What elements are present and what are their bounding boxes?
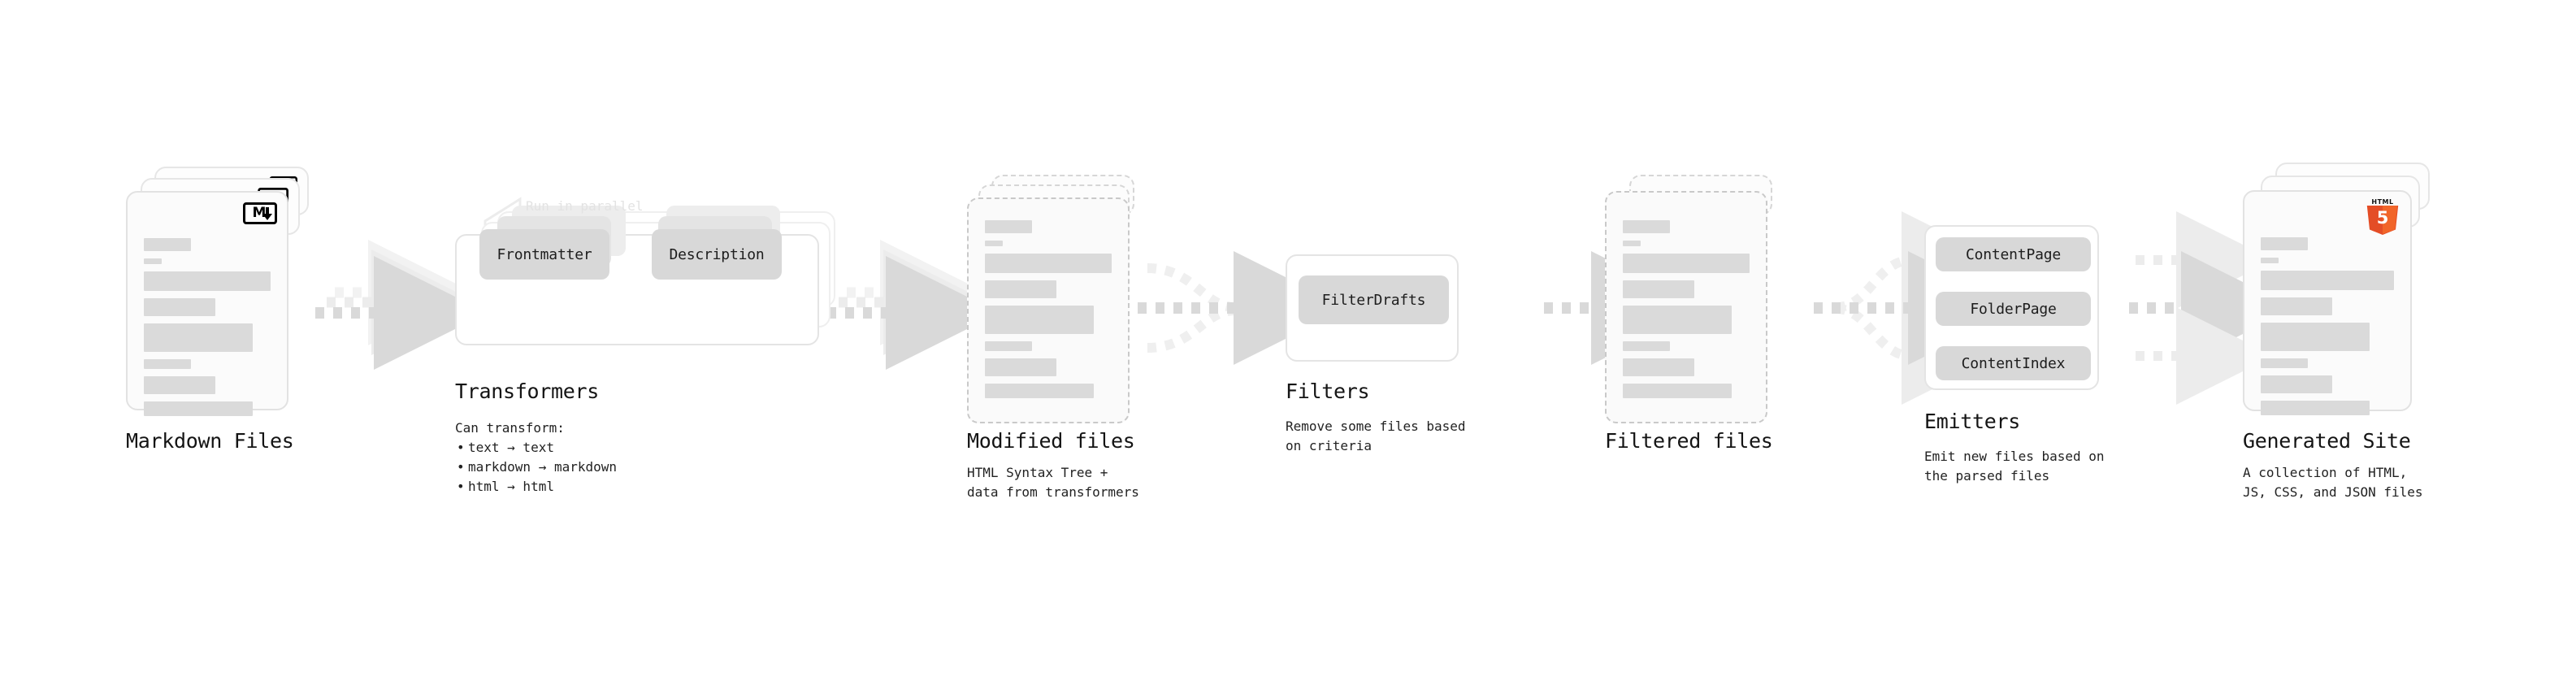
skeleton-content (985, 220, 1112, 398)
markdown-card-stack: M M M (126, 167, 313, 435)
transformers-bullet: markdown → markdown (457, 458, 617, 477)
skeleton-bar (144, 376, 215, 394)
skeleton-bar (144, 323, 253, 352)
skeleton-bar (2261, 297, 2332, 315)
generated-card-front: HTML 5 (2243, 190, 2412, 415)
filtered-card-front (1605, 191, 1767, 423)
filters-description: Remove some files based on criteria (1286, 419, 1466, 453)
skeleton-bar (985, 254, 1112, 273)
skeleton-bar (985, 280, 1056, 298)
skeleton-bar (985, 306, 1094, 334)
skeleton-bar (2261, 271, 2394, 290)
skeleton-content (2261, 237, 2394, 415)
skeleton-bar (2261, 375, 2332, 393)
skeleton-bar (144, 298, 215, 316)
arrow-emitters-to-site (2129, 211, 2295, 405)
page-title-filtered-files: Filtered files (1605, 429, 1773, 453)
filtered-card-stack (1605, 175, 1792, 435)
modified-card-stack (967, 175, 1154, 435)
page-title-emitters: Emitters (1924, 410, 2021, 433)
skeleton-bar (985, 341, 1032, 351)
transformer-box-front: Frontmatter Description (455, 206, 819, 345)
stage-generated-site: CSS HTML 5 (2243, 163, 2446, 439)
skeleton-bar (144, 258, 162, 264)
page-title-markdown-files: Markdown Files (126, 429, 294, 453)
skeleton-bar (1623, 341, 1670, 351)
arrow-filtered-to-emitters (1814, 211, 2022, 405)
skeleton-content (144, 238, 271, 416)
skeleton-bar (1623, 384, 1732, 398)
skeleton-bar (985, 384, 1094, 398)
skeleton-bar (2261, 401, 2370, 415)
transformers-bullet: text → text (457, 438, 617, 458)
stage-filtered-files (1605, 175, 1792, 435)
transformers-capabilities: Can transform: text → text markdown → ma… (455, 419, 617, 497)
page-title-transformers: Transformers (455, 380, 600, 403)
skeleton-bar (2261, 323, 2370, 351)
run-in-parallel-note: Run in parallel (526, 198, 644, 214)
stage-markdown-files: M M M (126, 167, 313, 435)
html5-shield-inner (2383, 206, 2397, 234)
chip-frontmatter[interactable]: Frontmatter (479, 229, 609, 280)
skeleton-bar (144, 359, 191, 369)
skeleton-bar (2261, 237, 2308, 250)
page-title-generated-site: Generated Site (2243, 429, 2411, 453)
arrow-markdown-to-transformers (315, 240, 488, 370)
skeleton-bar (985, 358, 1056, 376)
markdown-icon: M (243, 202, 277, 224)
modified-files-description: HTML Syntax Tree + data from transformer… (967, 465, 1139, 500)
skeleton-bar (1623, 306, 1732, 334)
skeleton-bar (1623, 254, 1750, 273)
page-title-filters: Filters (1286, 380, 1370, 403)
skeleton-bar (144, 401, 253, 416)
html5-shield: 5 (2366, 206, 2399, 235)
skeleton-bar (2261, 258, 2279, 263)
transformers-bullet-list: text → text markdown → markdown html → h… (455, 438, 617, 497)
skeleton-bar (144, 271, 271, 291)
generated-card-stack: CSS HTML 5 (2243, 163, 2446, 439)
chip-filterdrafts[interactable]: FilterDrafts (1299, 275, 1449, 324)
html5-icon: HTML 5 (2366, 198, 2399, 236)
skeleton-bar (985, 220, 1032, 233)
chip-description[interactable]: Description (652, 229, 782, 280)
modified-card-front (967, 197, 1130, 423)
emitters-description: Emit new files based on the parsed files (1924, 449, 2105, 484)
transformers-bullet: html → html (457, 477, 617, 497)
filters-box: FilterDrafts (1286, 254, 1459, 362)
chip-contentindex[interactable]: ContentIndex (1936, 346, 2091, 380)
skeleton-bar (1623, 220, 1670, 233)
chip-contentpage[interactable]: ContentPage (1936, 237, 2091, 271)
skeleton-bar (1623, 358, 1694, 376)
page-title-modified-files: Modified files (967, 429, 1135, 453)
emitters-box: ContentPage FolderPage ContentIndex (1924, 225, 2099, 390)
skeleton-bar (1623, 241, 1641, 246)
arrow-transformers-to-modified (827, 240, 1000, 370)
skeleton-bar (2261, 358, 2308, 368)
skeleton-bar (144, 238, 191, 251)
skeleton-bar (1623, 280, 1694, 298)
skeleton-content (1623, 220, 1750, 398)
markdown-card-front: M (126, 191, 288, 416)
stage-modified-files (967, 175, 1154, 435)
skeleton-bar (985, 241, 1003, 246)
generated-site-description: A collection of HTML, JS, CSS, and JSON … (2243, 465, 2423, 500)
transformers-lead: Can transform: (455, 420, 565, 436)
chip-folderpage[interactable]: FolderPage (1936, 292, 2091, 326)
